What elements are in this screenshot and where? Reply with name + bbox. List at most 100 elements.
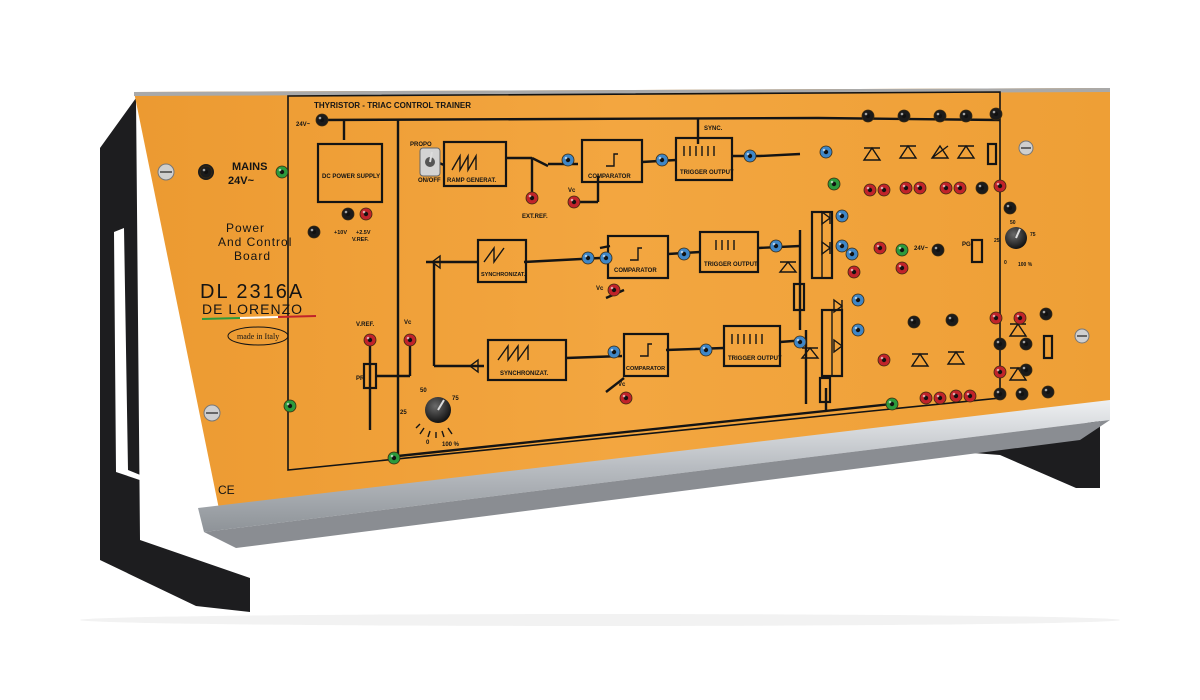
jack-socket[interactable] <box>743 149 757 163</box>
trigger-output-label-2: TRIGGER OUTPUT <box>704 262 758 268</box>
pg-knob[interactable] <box>1005 227 1027 249</box>
panel-screws <box>157 140 1090 422</box>
screw-icon <box>1018 140 1034 156</box>
jack-socket[interactable] <box>851 293 865 307</box>
jack-socket[interactable] <box>845 247 859 261</box>
pg-mark-100: 100 % <box>1018 262 1033 268</box>
jack-socket[interactable] <box>885 397 899 411</box>
jack-socket[interactable] <box>913 181 927 195</box>
jack-socket[interactable] <box>949 389 963 403</box>
reference-knob[interactable] <box>415 397 453 438</box>
vc-label-4: Vc <box>404 320 412 326</box>
jack-socket[interactable] <box>1041 385 1055 399</box>
jack-socket[interactable] <box>897 109 911 123</box>
knob-mark-25: 25 <box>400 410 407 416</box>
jack-socket[interactable] <box>1039 307 1053 321</box>
jack-socket[interactable] <box>769 239 783 253</box>
jack-socket[interactable] <box>919 391 933 405</box>
jack-socket[interactable] <box>619 391 633 405</box>
jack-socket[interactable] <box>895 261 909 275</box>
jack-socket[interactable] <box>835 209 849 223</box>
jack-socket[interactable] <box>403 333 417 347</box>
jack-socket[interactable] <box>975 181 989 195</box>
jack-socket[interactable] <box>895 243 909 257</box>
jack-socket[interactable] <box>677 247 691 261</box>
jack-socket[interactable] <box>283 399 297 413</box>
jack-socket[interactable] <box>907 315 921 329</box>
trigger-output-block-1: TRIGGER OUTPUT <box>674 136 734 182</box>
jack-socket[interactable] <box>581 251 595 265</box>
board-title: THYRISTOR - TRIAC CONTROL TRAINER <box>314 101 471 110</box>
pr-label: PR <box>356 376 365 382</box>
jack-socket[interactable] <box>989 311 1003 325</box>
jack-socket[interactable] <box>993 365 1007 379</box>
jack-socket[interactable] <box>607 345 621 359</box>
branding: MAINS 24V~ Power And Control Board DL 23… <box>200 161 317 497</box>
jack-socket[interactable] <box>607 283 621 297</box>
jack-socket[interactable] <box>199 165 213 179</box>
jack-socket[interactable] <box>933 391 947 405</box>
jack-socket[interactable] <box>851 323 865 337</box>
origin-label: made in Italy <box>237 332 279 341</box>
trigger-output-label-1: TRIGGER OUTPUT <box>680 170 734 176</box>
jack-socket[interactable] <box>363 333 377 347</box>
jack-socket[interactable] <box>877 183 891 197</box>
knob-mark-50: 50 <box>420 388 427 394</box>
jack-socket[interactable] <box>819 145 833 159</box>
jack-socket[interactable] <box>387 451 401 465</box>
jack-socket[interactable] <box>359 207 373 221</box>
jack-socket[interactable] <box>877 353 891 367</box>
jack-socket[interactable] <box>1013 311 1027 325</box>
power-switch[interactable] <box>419 147 441 177</box>
sync-block-2: SYNCHRONIZAT. <box>486 338 568 382</box>
jack-group <box>199 107 1055 465</box>
vref-small-label: V.REF. <box>352 237 369 243</box>
silkscreen-labels: THYRISTOR - TRIAC CONTROL TRAINER 24V~ S… <box>296 101 971 388</box>
jack-socket[interactable] <box>699 343 713 357</box>
jack-socket[interactable] <box>993 337 1007 351</box>
jack-socket[interactable] <box>847 265 861 279</box>
jack-socket[interactable] <box>1015 387 1029 401</box>
jack-socket[interactable] <box>959 109 973 123</box>
mains-label: MAINS <box>232 161 267 173</box>
jack-socket[interactable] <box>655 153 669 167</box>
jack-socket[interactable] <box>315 113 329 127</box>
screw-icon <box>203 404 221 422</box>
jack-socket[interactable] <box>525 191 539 205</box>
brand-name: DE LORENZO <box>202 301 303 317</box>
jack-socket[interactable] <box>861 109 875 123</box>
jack-socket[interactable] <box>793 335 807 349</box>
jack-socket[interactable] <box>993 179 1007 193</box>
jack-socket[interactable] <box>993 387 1007 401</box>
front-panel <box>134 88 1110 548</box>
jack-socket[interactable] <box>989 107 1003 121</box>
jack-socket[interactable] <box>567 195 581 209</box>
jack-socket[interactable] <box>835 239 849 253</box>
jack-socket[interactable] <box>953 181 967 195</box>
jack-socket[interactable] <box>275 165 289 179</box>
comparator-label-2: COMPARATOR <box>614 268 657 274</box>
jack-socket[interactable] <box>561 153 575 167</box>
jack-socket[interactable] <box>931 243 945 257</box>
input-24v-label: 24V~ <box>296 122 311 128</box>
vc-label-1: Vc <box>568 188 576 194</box>
jack-socket[interactable] <box>963 389 977 403</box>
jack-socket[interactable] <box>899 181 913 195</box>
sync-block-1: SYNCHRONIZAT. <box>476 238 528 284</box>
jack-socket[interactable] <box>341 207 355 221</box>
jack-socket[interactable] <box>1019 363 1033 377</box>
jack-socket[interactable] <box>863 183 877 197</box>
jack-socket[interactable] <box>1003 201 1017 215</box>
jack-socket[interactable] <box>873 241 887 255</box>
jack-socket[interactable] <box>1019 337 1033 351</box>
function-blocks: DC POWER SUPPLY RAMP GENERAT. COMPARATOR… <box>316 136 782 382</box>
jack-socket[interactable] <box>827 177 841 191</box>
jack-socket[interactable] <box>945 313 959 327</box>
jack-socket[interactable] <box>933 109 947 123</box>
comparator-label-3: COMPARATOR <box>626 366 665 372</box>
jack-socket[interactable] <box>307 225 321 239</box>
jack-socket[interactable] <box>939 181 953 195</box>
board-name-line1: Power <box>226 221 265 235</box>
jack-socket[interactable] <box>599 251 613 265</box>
screw-icon <box>1074 328 1090 344</box>
